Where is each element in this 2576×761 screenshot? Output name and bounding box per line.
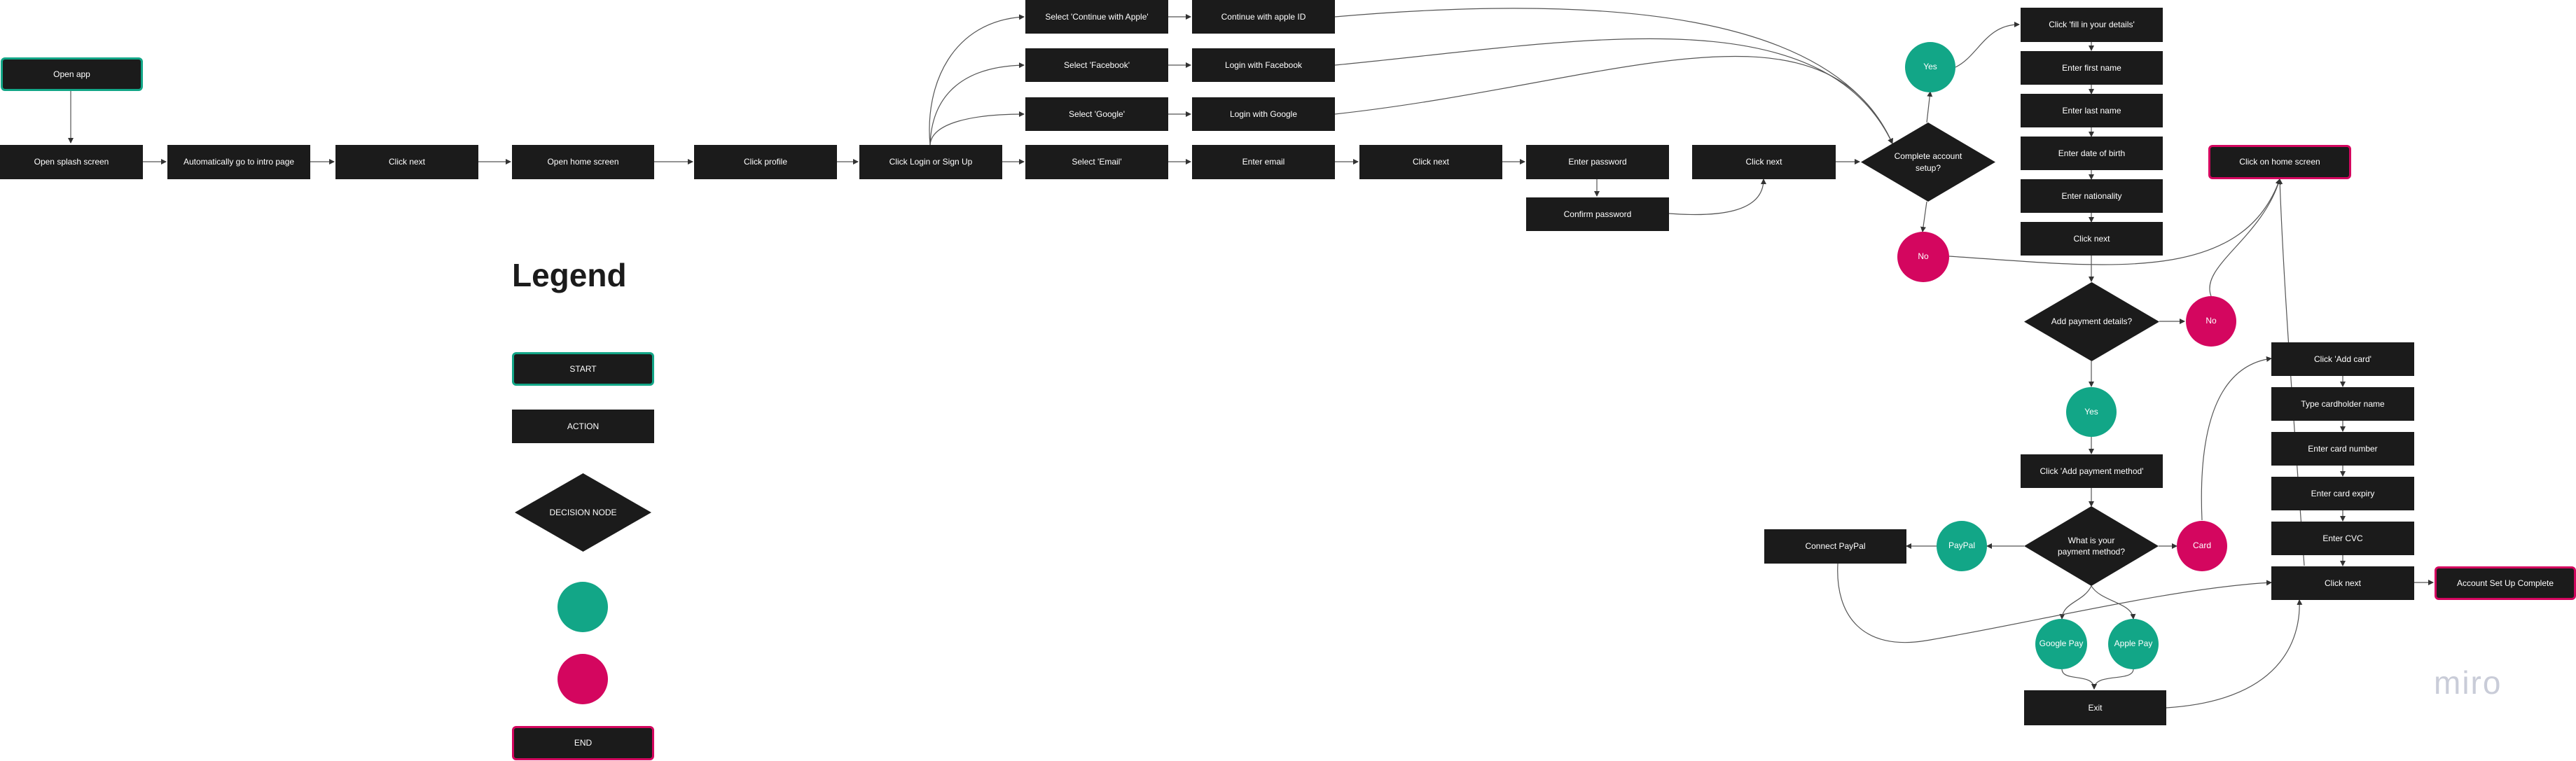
edge-login-apple [929, 14, 1025, 146]
node-home-screen-end[interactable]: Click on home screen [2208, 145, 2351, 179]
edge-connectpaypal-next5 [1837, 563, 2272, 643]
legend-title: Legend [512, 257, 627, 293]
node-login-facebook[interactable]: Login with Facebook [1192, 48, 1335, 82]
edge-confirm-next3 [1668, 179, 1766, 216]
node-enter-cvc[interactable]: Enter CVC [2271, 522, 2414, 555]
edge-appleid-complete [1334, 8, 1893, 144]
node-open-splash[interactable]: Open splash screen [0, 145, 143, 179]
legend-action: ACTION [512, 410, 654, 443]
decision-label: Complete account setup? [1894, 151, 1962, 173]
node-card-expiry[interactable]: Enter card expiry [2271, 477, 2414, 510]
no-circle[interactable]: No [2186, 296, 2236, 347]
yes-circle[interactable]: Yes [1905, 42, 1955, 92]
legend-no-circle [558, 654, 608, 704]
diamond-shape [1861, 123, 1995, 202]
node-first-name[interactable]: Enter first name [2021, 51, 2163, 85]
edge-login-facebook [929, 62, 1025, 146]
node-select-facebook[interactable]: Select 'Facebook' [1025, 48, 1168, 82]
diamond-shape [2024, 506, 2159, 586]
edge-google-complete [1334, 55, 1893, 144]
miro-logo: miro [2434, 664, 2502, 701]
node-click-next-2[interactable]: Click next [1359, 145, 1502, 179]
edge-complete-yes [1926, 91, 1933, 123]
yes-circle[interactable]: Yes [2066, 387, 2117, 437]
paypal-circle[interactable]: PayPal [1937, 521, 1987, 571]
edge-no2-home [2209, 179, 2281, 297]
node-enter-password[interactable]: Enter password [1526, 145, 1669, 179]
node-enter-email[interactable]: Enter email [1192, 145, 1335, 179]
node-select-google[interactable]: Select 'Google' [1025, 97, 1168, 131]
diamond-shape [2024, 282, 2159, 361]
node-fill-details[interactable]: Click 'fill in your details' [2021, 8, 2163, 42]
node-open-home[interactable]: Open home screen [512, 145, 654, 179]
edge-facebook-complete [1334, 38, 1893, 144]
node-click-next-1[interactable]: Click next [335, 145, 478, 179]
node-connect-paypal[interactable]: Connect PayPal [1764, 529, 1906, 564]
node-date-of-birth[interactable]: Enter date of birth [2021, 137, 2163, 170]
edge-login-google [929, 111, 1025, 146]
node-login-google[interactable]: Login with Google [1192, 97, 1335, 131]
decision-label: What is your payment method? [2057, 535, 2126, 557]
edge-applepay-exit [2091, 669, 2134, 690]
node-select-email[interactable]: Select 'Email' [1025, 145, 1168, 179]
edge-yes-filldetails [1955, 22, 2020, 68]
decision-complete-account[interactable]: Complete account setup? [1861, 123, 1995, 202]
node-click-login[interactable]: Click Login or Sign Up [859, 145, 1002, 179]
node-intro-page[interactable]: Automatically go to intro page [167, 145, 310, 179]
edge-exit-next5 [2166, 599, 2303, 708]
node-click-next-3[interactable]: Click next [1692, 145, 1836, 179]
legend-start: START [512, 352, 654, 386]
edge-no-home [1948, 179, 2281, 265]
node-click-profile[interactable]: Click profile [694, 145, 837, 179]
node-open-app[interactable]: Open app [1, 57, 143, 91]
edge-card-addcard [2201, 356, 2272, 521]
node-exit[interactable]: Exit [2024, 690, 2166, 725]
node-add-card[interactable]: Click 'Add card' [2271, 342, 2414, 376]
node-card-number[interactable]: Enter card number [2271, 432, 2414, 466]
decision-label: Add payment details? [2051, 316, 2133, 327]
card-circle[interactable]: Card [2177, 521, 2227, 571]
decision-payment-method[interactable]: What is your payment method? [2024, 506, 2159, 586]
apple-pay-circle[interactable]: Apple Pay [2108, 619, 2159, 669]
google-pay-circle[interactable]: Google Pay [2035, 619, 2087, 669]
edge-paymethod-applepay [2091, 585, 2136, 620]
node-continue-apple[interactable]: Continue with apple ID [1192, 0, 1335, 34]
diamond-shape [515, 473, 651, 552]
node-select-apple[interactable]: Select 'Continue with Apple' [1025, 0, 1168, 34]
edge-complete-no [1920, 201, 1927, 232]
node-nationality[interactable]: Enter nationality [2021, 179, 2163, 213]
legend-decision-label: DECISION NODE [549, 507, 617, 517]
node-last-name[interactable]: Enter last name [2021, 94, 2163, 127]
node-cardholder-name[interactable]: Type cardholder name [2271, 387, 2414, 421]
legend-yes-circle [558, 582, 608, 632]
node-confirm-password[interactable]: Confirm password [1526, 197, 1669, 231]
legend-end: END [512, 726, 654, 760]
node-add-payment-method[interactable]: Click 'Add payment method' [2021, 454, 2163, 488]
node-click-next-4[interactable]: Click next [2021, 222, 2163, 256]
node-account-complete[interactable]: Account Set Up Complete [2435, 566, 2576, 600]
edge-googlepay-exit [2061, 669, 2097, 690]
legend-decision: DECISION NODE [515, 473, 651, 552]
decision-add-payment[interactable]: Add payment details? [2024, 282, 2159, 361]
no-circle[interactable]: No [1897, 232, 1949, 282]
node-click-next-5[interactable]: Click next [2271, 566, 2414, 600]
